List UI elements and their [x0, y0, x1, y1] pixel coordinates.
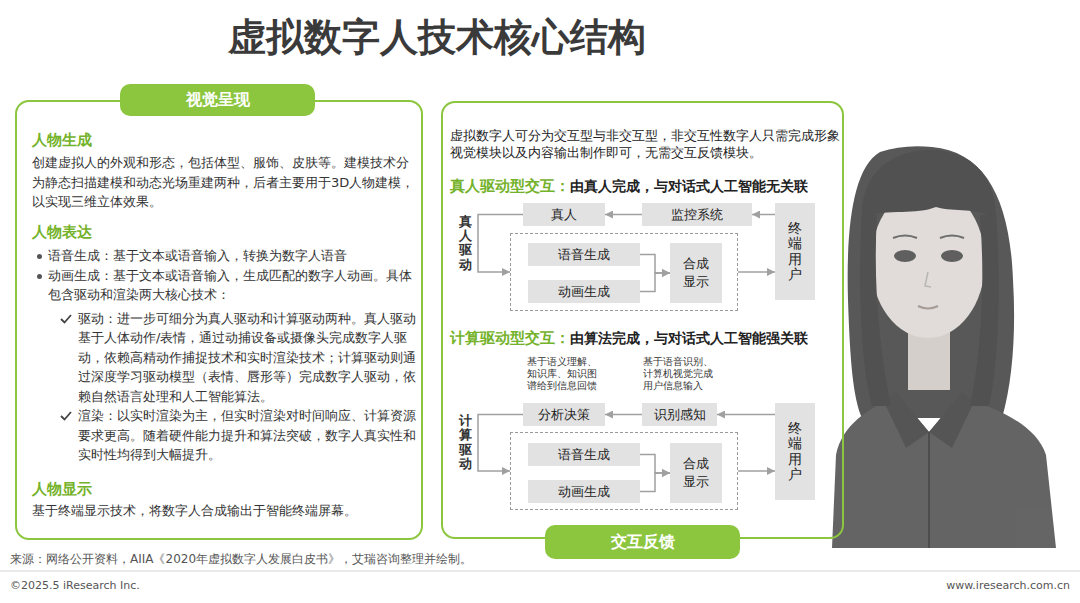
content-panel: 视觉呈现人物生成创建虚拟人的外观和形态，包括体型、服饰、皮肤等。建模技术分为静态…: [15, 100, 423, 540]
process-box: 语音生成: [528, 443, 640, 466]
process-box: 动画生成: [528, 480, 640, 503]
bullet-dot: [37, 274, 42, 279]
box-label: 语音生成: [558, 447, 610, 463]
dashed-group: 语音生成动画生成 合成显示: [510, 432, 738, 510]
section-heading: 人物生成: [32, 129, 417, 151]
check-mark: [60, 313, 72, 325]
brow-left: [893, 236, 917, 239]
box-label: 终端用户: [788, 221, 802, 283]
footer-text: 来源：网络公开资料，AIIA《2020年虚拟数字人发展白皮书》，艾瑞咨询整理并绘…: [10, 551, 810, 567]
check-stroke: [61, 315, 71, 323]
box-label: 终端用户: [788, 421, 802, 483]
hair-side-right: [970, 214, 999, 406]
box-label: 语音生成: [558, 247, 610, 263]
section-heading: 真人驱动型交互：: [450, 177, 570, 195]
footer-text: ©2025.5 iResearch Inc.: [10, 578, 310, 593]
section-tab: 交互反馈: [545, 525, 740, 559]
bullet-item: 驱动：进一步可细分为真人驱动和计算驱动两种。真人驱动基于人体动作/表情，通过动捕…: [32, 309, 417, 407]
connector-arrow: [605, 414, 642, 416]
process-box: 识别感知: [642, 403, 717, 426]
box-label: 识别感知: [654, 407, 706, 423]
body-text: 创建虚拟人的外观和形态，包括体型、服饰、皮肤等。建模技术分为静态扫描建模和动态光…: [32, 153, 417, 212]
bullet-item: 渲染：以实时渲染为主，但实时渲染对时间响应、计算资源要求更高。随着硬件能力提升和…: [32, 406, 417, 465]
content-panel: 交互反馈虚拟数字人可分为交互型与非交互型，非交互性数字人只需完成形象视觉模块以及…: [441, 101, 844, 539]
connector-arrow: [605, 214, 642, 216]
nose: [925, 272, 931, 287]
hair-side-left: [860, 210, 891, 406]
edge-label: 真人驱动: [459, 215, 472, 272]
process-box: 合成显示: [670, 243, 722, 303]
box-label: 监控系统: [671, 207, 723, 223]
section-subheading: 由算法完成，与对话式人工智能强关联: [570, 330, 808, 346]
connector-arrow: [640, 273, 670, 292]
box-label: 分析决策: [538, 407, 590, 423]
section-heading-line: 真人驱动型交互：由真人完成，与对话式人工智能无关联: [450, 175, 842, 197]
connector-arrow: [640, 473, 670, 492]
connector-arrow: [478, 415, 523, 472]
section-subheading: 由真人完成，与对话式人工智能无关联: [570, 178, 808, 194]
annotation-note: 基于语音识别、计算机视觉完成用户信息输入: [643, 356, 715, 392]
check-mark: [60, 410, 72, 422]
section-tab: 视觉呈现: [120, 84, 315, 116]
woman-illustration: [832, 146, 1056, 548]
connector-arrow: [738, 271, 775, 273]
section-heading: 计算驱动型交互：: [450, 329, 570, 347]
body-text: 基于终端显示技术，将数字人合成输出于智能终端屏幕。: [32, 501, 417, 521]
process-box: 语音生成: [528, 243, 640, 266]
connector-arrow: [717, 414, 775, 416]
section-heading: 人物表达: [32, 221, 417, 243]
box-label: 动画生成: [558, 284, 610, 300]
process-box: 终端用户: [775, 203, 815, 300]
check-stroke: [61, 412, 71, 420]
bangs: [862, 150, 996, 219]
process-box: 分析决策: [523, 403, 605, 426]
box-label: 合成显示: [683, 455, 709, 490]
box-label: 合成显示: [683, 255, 709, 290]
mouth: [918, 306, 938, 309]
connector-arrow: [738, 470, 775, 472]
neck: [908, 330, 950, 390]
collar-right: [929, 392, 974, 448]
intro-text: 虚拟数字人可分为交互型与非交互型，非交互性数字人只需完成形象视觉模块以及内容输出…: [450, 127, 842, 161]
process-box: 终端用户: [775, 403, 815, 500]
section-heading: 人物显示: [32, 478, 417, 500]
footer-rule: [0, 571, 1080, 572]
bullet-dot: [37, 254, 42, 259]
edge-label: 计算驱动: [459, 414, 472, 471]
process-box: 合成显示: [670, 443, 722, 503]
dashed-group: 语音生成动画生成 合成显示: [510, 233, 738, 311]
collar-left: [884, 392, 929, 448]
section-heading-line: 计算驱动型交互：由算法完成，与对话式人工智能强关联: [450, 327, 842, 349]
shirt-placket: [928, 432, 930, 548]
connector-arrow: [478, 215, 523, 273]
brow-right: [940, 236, 964, 239]
footer-text: www.iresearch.com.cn: [770, 578, 1070, 593]
box-label: 真人: [551, 207, 577, 223]
hair-back: [848, 146, 1014, 418]
bullet-item: 语音生成：基于文本或语音输入，转换为数字人语音: [32, 246, 417, 266]
process-box: 监控系统: [642, 203, 752, 226]
annotation-note: 基于语义理解、知识库、知识图谱给到信息回馈: [527, 356, 599, 392]
eye-left: [894, 250, 916, 262]
process-box: 真人: [523, 203, 605, 226]
connector-arrow: [752, 214, 775, 216]
eye-right: [941, 250, 963, 262]
connector-arrow: [640, 255, 670, 274]
page-title: 虚拟数字人技术核心结构: [228, 14, 646, 60]
connector-arrow: [640, 455, 670, 474]
process-box: 动画生成: [528, 280, 640, 303]
bullet-item: 动画生成：基于文本或语音输入，生成匹配的数字人动画。具体包含驱动和渲染两大核心技…: [32, 266, 417, 305]
panel-content: 人物生成创建虚拟人的外观和形态，包括体型、服饰、皮肤等。建模技术分为静态扫描建模…: [32, 129, 417, 520]
box-label: 动画生成: [558, 484, 610, 500]
